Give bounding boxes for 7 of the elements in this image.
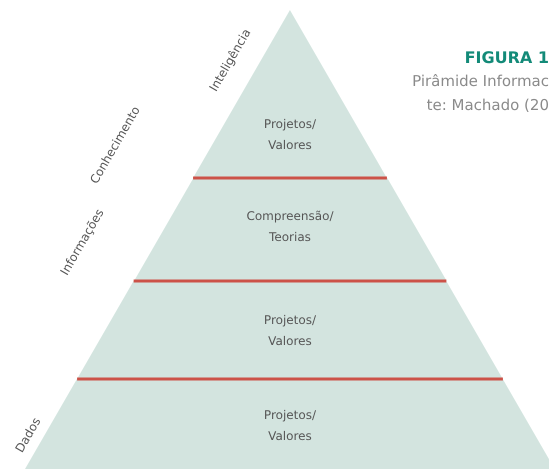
figure-number: FIGURA 1 xyxy=(464,48,549,67)
level-text: Projetos/ Valores xyxy=(264,116,316,154)
level-text: Compreensão/ Teorias xyxy=(246,208,334,246)
figure-caption: te: Machado (20 xyxy=(426,96,549,114)
level-text: Projetos/ Valores xyxy=(264,407,316,445)
level-text: Projetos/ Valores xyxy=(264,312,316,350)
figure-caption: Pirâmide Informac xyxy=(412,72,549,90)
